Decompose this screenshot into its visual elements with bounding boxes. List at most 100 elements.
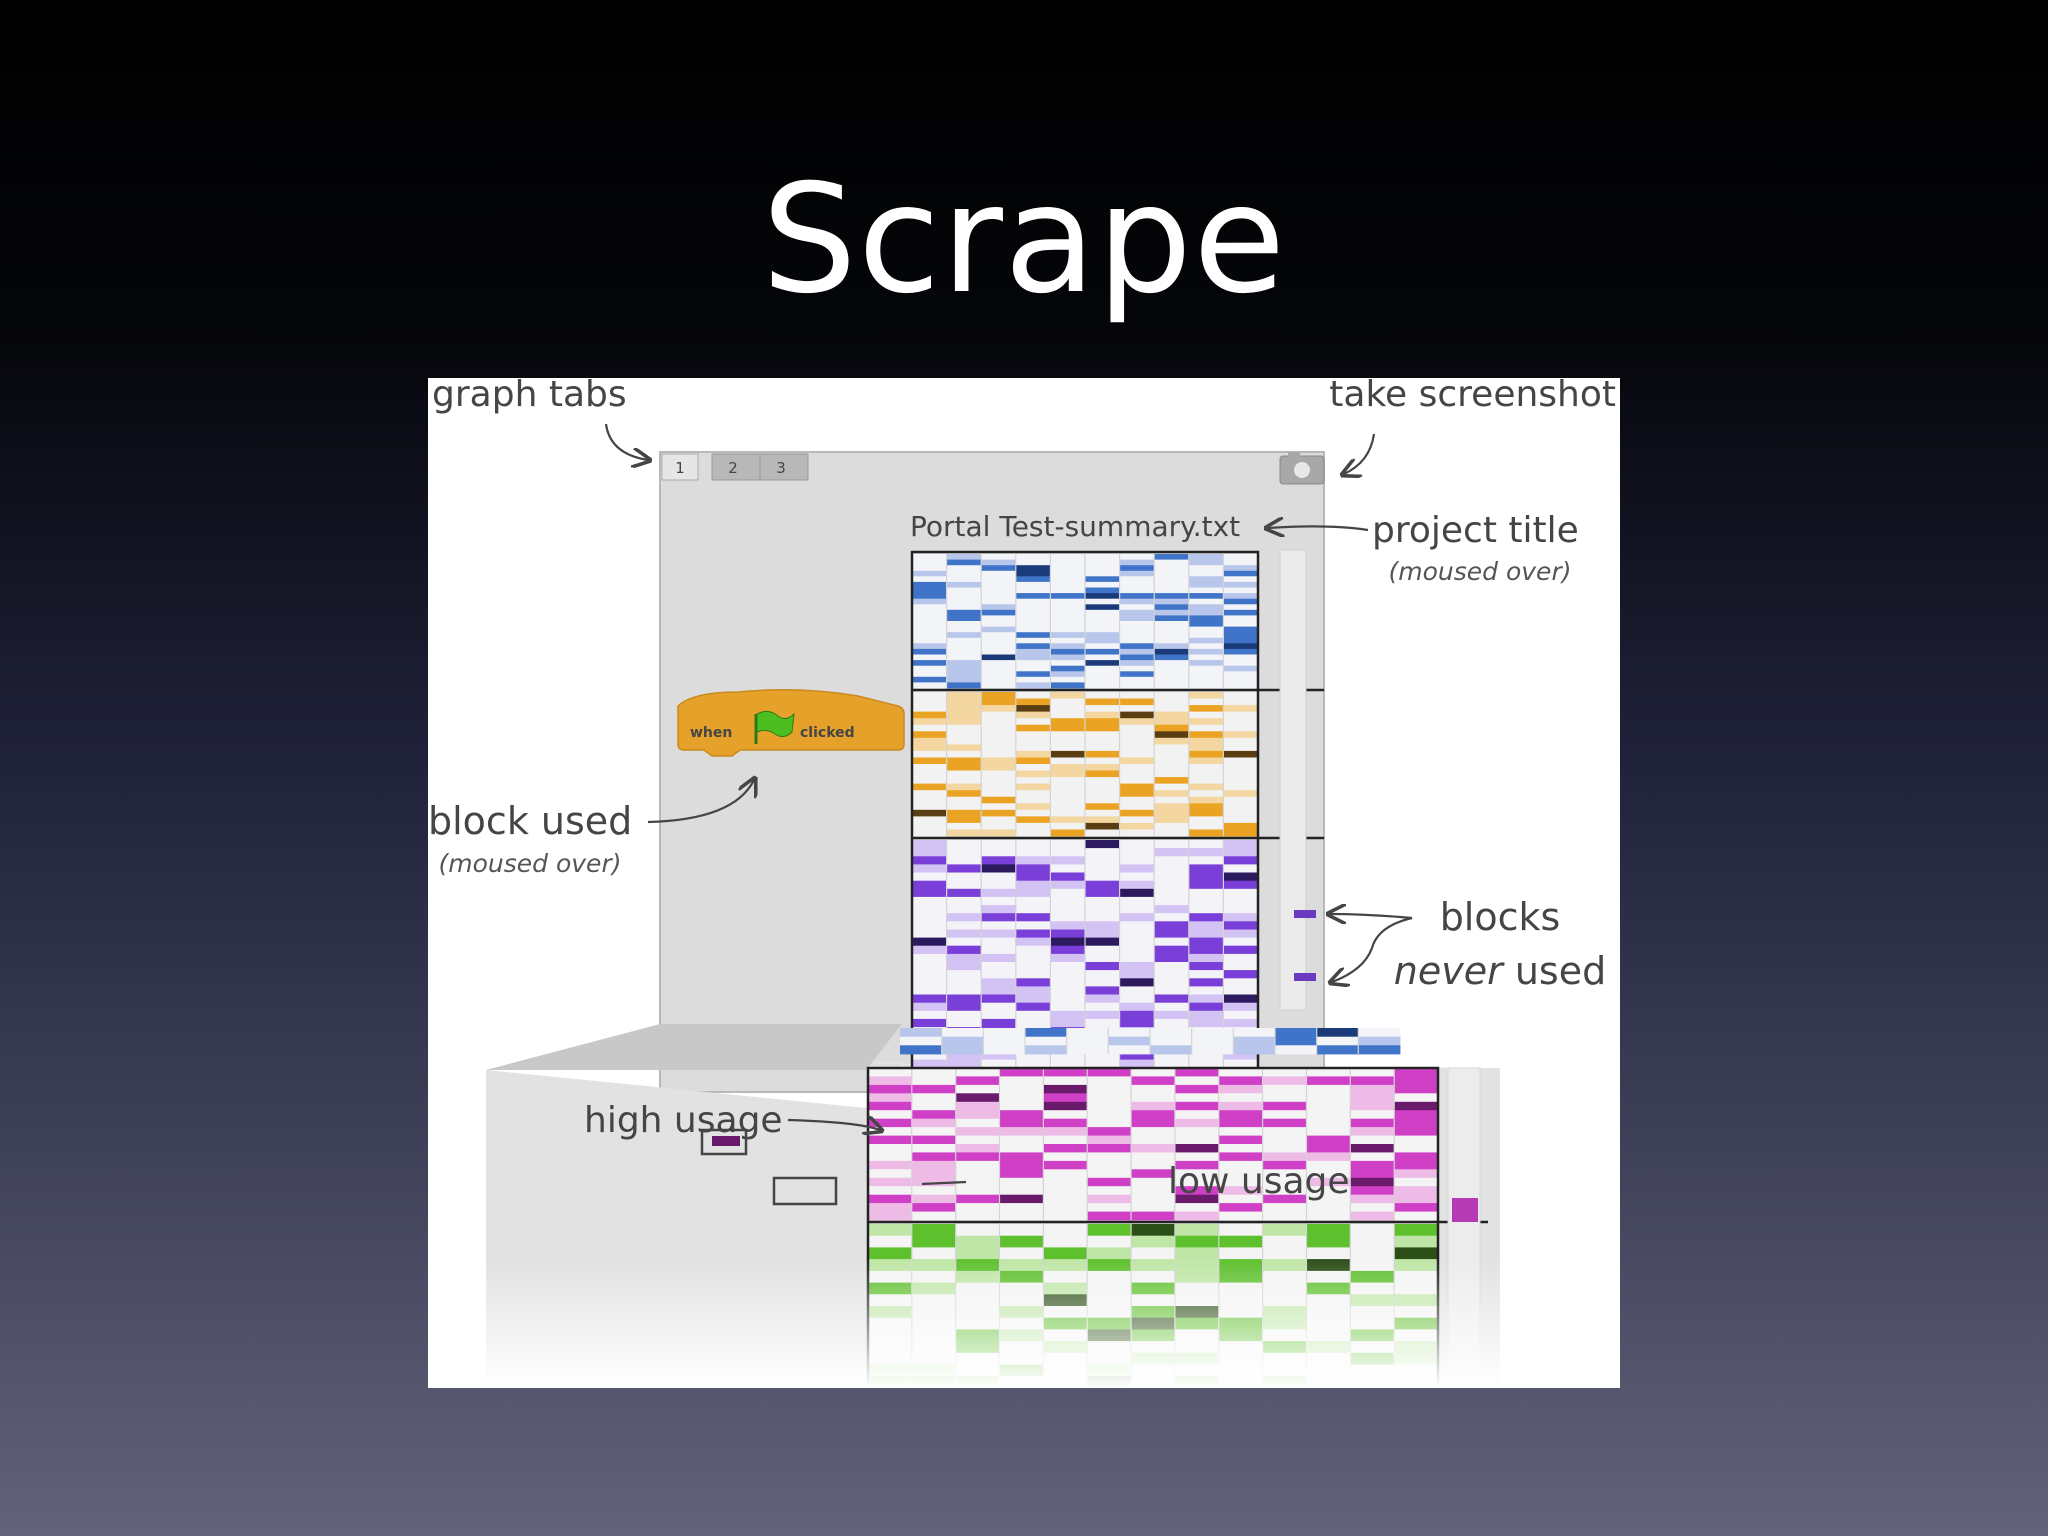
- looks-band-cell: [1119, 896, 1155, 906]
- looks-band-cell: [1188, 1010, 1224, 1020]
- motion-band-cell: [1085, 593, 1120, 600]
- looks-band-cell: [1085, 913, 1120, 922]
- control-band-cell: [1119, 757, 1155, 765]
- operators-band-cell: [1174, 1247, 1220, 1260]
- looks-band-cell: [912, 1051, 947, 1060]
- looks-band-cell: [1015, 953, 1051, 963]
- motion-band-cell: [1085, 626, 1120, 633]
- motion-band-cell: [1154, 637, 1190, 644]
- control-band-cell: [1085, 724, 1120, 732]
- looks-band-cell: [1154, 848, 1190, 857]
- looks-band-cell: [1154, 864, 1190, 873]
- control-band-cell: [1154, 731, 1190, 739]
- sound-band-cell: [1131, 1127, 1176, 1136]
- looks-band-cell: [981, 962, 1017, 971]
- operators-band-cell: [1043, 1224, 1088, 1237]
- never-used-marker-bottom: [1452, 1198, 1478, 1222]
- sound-band-cell: [1394, 1194, 1439, 1204]
- motion-band-cell: [1223, 626, 1259, 633]
- control-band-cell: [1085, 744, 1120, 752]
- motion-band-cell: [912, 648, 947, 655]
- motion-band-cell: [1188, 615, 1224, 622]
- looks-band-cell: [946, 953, 982, 963]
- control-band-cell: [946, 724, 982, 732]
- sound-band-cell: [1350, 1093, 1395, 1103]
- sound-band-cell: [1218, 1177, 1263, 1187]
- looks-band-cell: [946, 978, 982, 987]
- motion-band-cell: [946, 643, 982, 650]
- sound-band-cell: [1131, 1211, 1176, 1221]
- graph-tab-3[interactable]: [759, 453, 809, 481]
- looks-band-cell: [1223, 896, 1259, 906]
- motion-band-cell: [981, 554, 1017, 560]
- looks-band-cell: [946, 1018, 982, 1028]
- motion-band-cell: [1188, 637, 1224, 644]
- motion-band-cell: [1154, 570, 1190, 577]
- control-band-cell: [1154, 718, 1190, 726]
- sound-band-cell: [1306, 1194, 1351, 1204]
- operators-band-cell: [868, 1224, 913, 1237]
- operators-band-cell: [1043, 1235, 1088, 1248]
- sound-band-cell: [868, 1144, 913, 1153]
- sound-band-cell: [1131, 1076, 1176, 1086]
- looks-band-cell: [1188, 929, 1224, 938]
- looks-band-cell: [912, 970, 947, 979]
- looks-band-cell: [1015, 962, 1051, 971]
- control-band-cell: [1154, 796, 1190, 804]
- graph-tab-1[interactable]: [661, 453, 699, 481]
- motion-band-cell: [912, 581, 947, 588]
- motion-band-cell: [1085, 554, 1120, 560]
- never-used-marker-2: [1294, 973, 1316, 981]
- control-band-cell: [1050, 757, 1086, 765]
- looks-band-cell: [946, 848, 982, 857]
- perspective-band-cell: [1233, 1028, 1276, 1038]
- looks-band-cell: [912, 978, 947, 987]
- motion-band-cell: [981, 682, 1017, 689]
- used-word: used: [1503, 949, 1606, 993]
- motion-band-cell: [1015, 615, 1051, 622]
- looks-band-cell: [1085, 937, 1120, 947]
- control-band-cell: [912, 744, 947, 752]
- control-band-cell: [946, 816, 982, 824]
- sound-band-cell: [1394, 1152, 1439, 1162]
- motion-band-cell: [1085, 665, 1120, 672]
- motion-band-cell: [1050, 671, 1086, 678]
- sound-band-cell: [1394, 1177, 1439, 1187]
- operators-band-cell: [868, 1235, 913, 1248]
- control-band-cell: [1050, 783, 1086, 791]
- perspective-band-cell: [983, 1028, 1026, 1038]
- control-band-cell: [1154, 783, 1190, 791]
- looks-band-cell: [1119, 848, 1155, 857]
- looks-band-cell: [1119, 864, 1155, 873]
- looks-band-cell: [1050, 888, 1086, 898]
- control-band-cell: [981, 803, 1017, 811]
- looks-band-cell: [1085, 986, 1120, 995]
- perspective-band-cell: [1191, 1036, 1234, 1046]
- looks-band-cell: [1223, 994, 1259, 1003]
- perspective-band-cell: [900, 1045, 943, 1055]
- operators-band-cell: [1306, 1224, 1351, 1237]
- sound-band-cell: [1394, 1160, 1439, 1170]
- sound-band-cell: [999, 1127, 1044, 1136]
- motion-band-cell: [1050, 660, 1086, 667]
- looks-band-cell: [1085, 1059, 1120, 1069]
- sound-band-cell: [1218, 1135, 1263, 1145]
- motion-band-cell: [946, 621, 982, 627]
- control-band-cell: [1015, 711, 1051, 719]
- motion-band-cell: [946, 598, 982, 605]
- motion-band-cell: [946, 587, 982, 594]
- control-band-cell: [1188, 829, 1224, 837]
- control-band-cell: [981, 783, 1017, 791]
- motion-band-cell: [1188, 565, 1224, 572]
- motion-band-cell: [1050, 621, 1086, 627]
- project-title-arrow: [1268, 526, 1369, 530]
- looks-band-cell: [1223, 872, 1259, 881]
- operators-band-cell: [1087, 1247, 1132, 1260]
- motion-band-cell: [1119, 648, 1155, 655]
- sound-band-cell: [1394, 1084, 1439, 1094]
- control-band-cell: [1015, 783, 1051, 791]
- looks-band-cell: [946, 986, 982, 995]
- graph-tabs-label: graph tabs: [432, 378, 627, 415]
- camera-icon[interactable]: [1279, 452, 1325, 485]
- control-band-cell: [981, 737, 1017, 745]
